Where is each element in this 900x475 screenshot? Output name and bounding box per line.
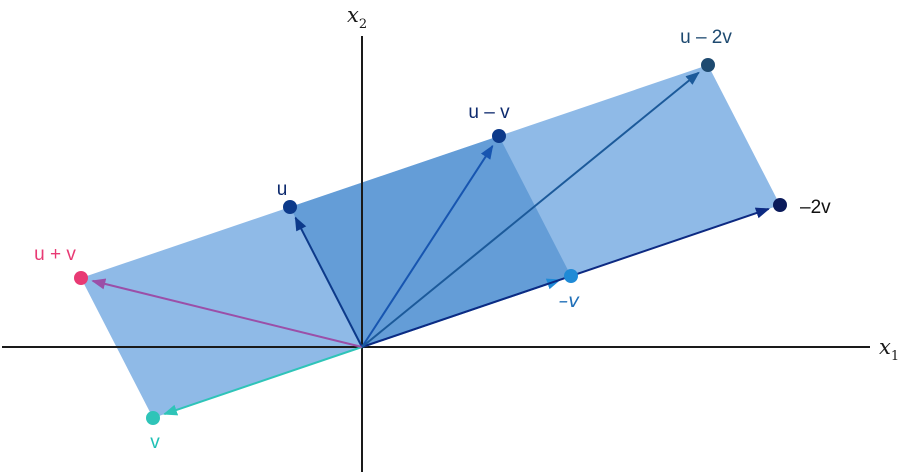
x-axis-label: x1: [879, 335, 899, 364]
point-u: [283, 200, 297, 214]
point-v: [146, 411, 160, 425]
y-axis-label: x2: [347, 3, 367, 32]
vector-u-plus-v-arrow: [91, 278, 363, 348]
point-u-plus-v: [74, 271, 88, 285]
label-neg-v: –v: [559, 290, 581, 312]
axes-layer: x1 x2: [2, 3, 899, 472]
points-layer: [74, 58, 787, 425]
vector-v-arrow: [163, 346, 363, 416]
label-u: u: [277, 179, 288, 200]
label-u-minus-v: u – v: [468, 102, 510, 123]
point-neg-v: [564, 269, 578, 283]
vectors-layer: [91, 71, 770, 416]
label-u-plus-v: u + v: [34, 244, 76, 265]
label-u-minus-2v: u – 2v: [680, 27, 732, 48]
point-u-minus-v: [492, 129, 506, 143]
vector-u-minus-2v-arrow: [361, 71, 700, 348]
vector-u-arrow: [294, 216, 363, 348]
label-v: v: [150, 432, 160, 453]
labels-layer: u v u + v u – v –v –2v u – 2v: [34, 27, 831, 453]
label-neg-2v: –2v: [800, 197, 831, 218]
vector-u-minus-v-arrow: [361, 144, 494, 348]
point-u-minus-2v: [701, 58, 715, 72]
point-neg-2v: [773, 198, 787, 212]
